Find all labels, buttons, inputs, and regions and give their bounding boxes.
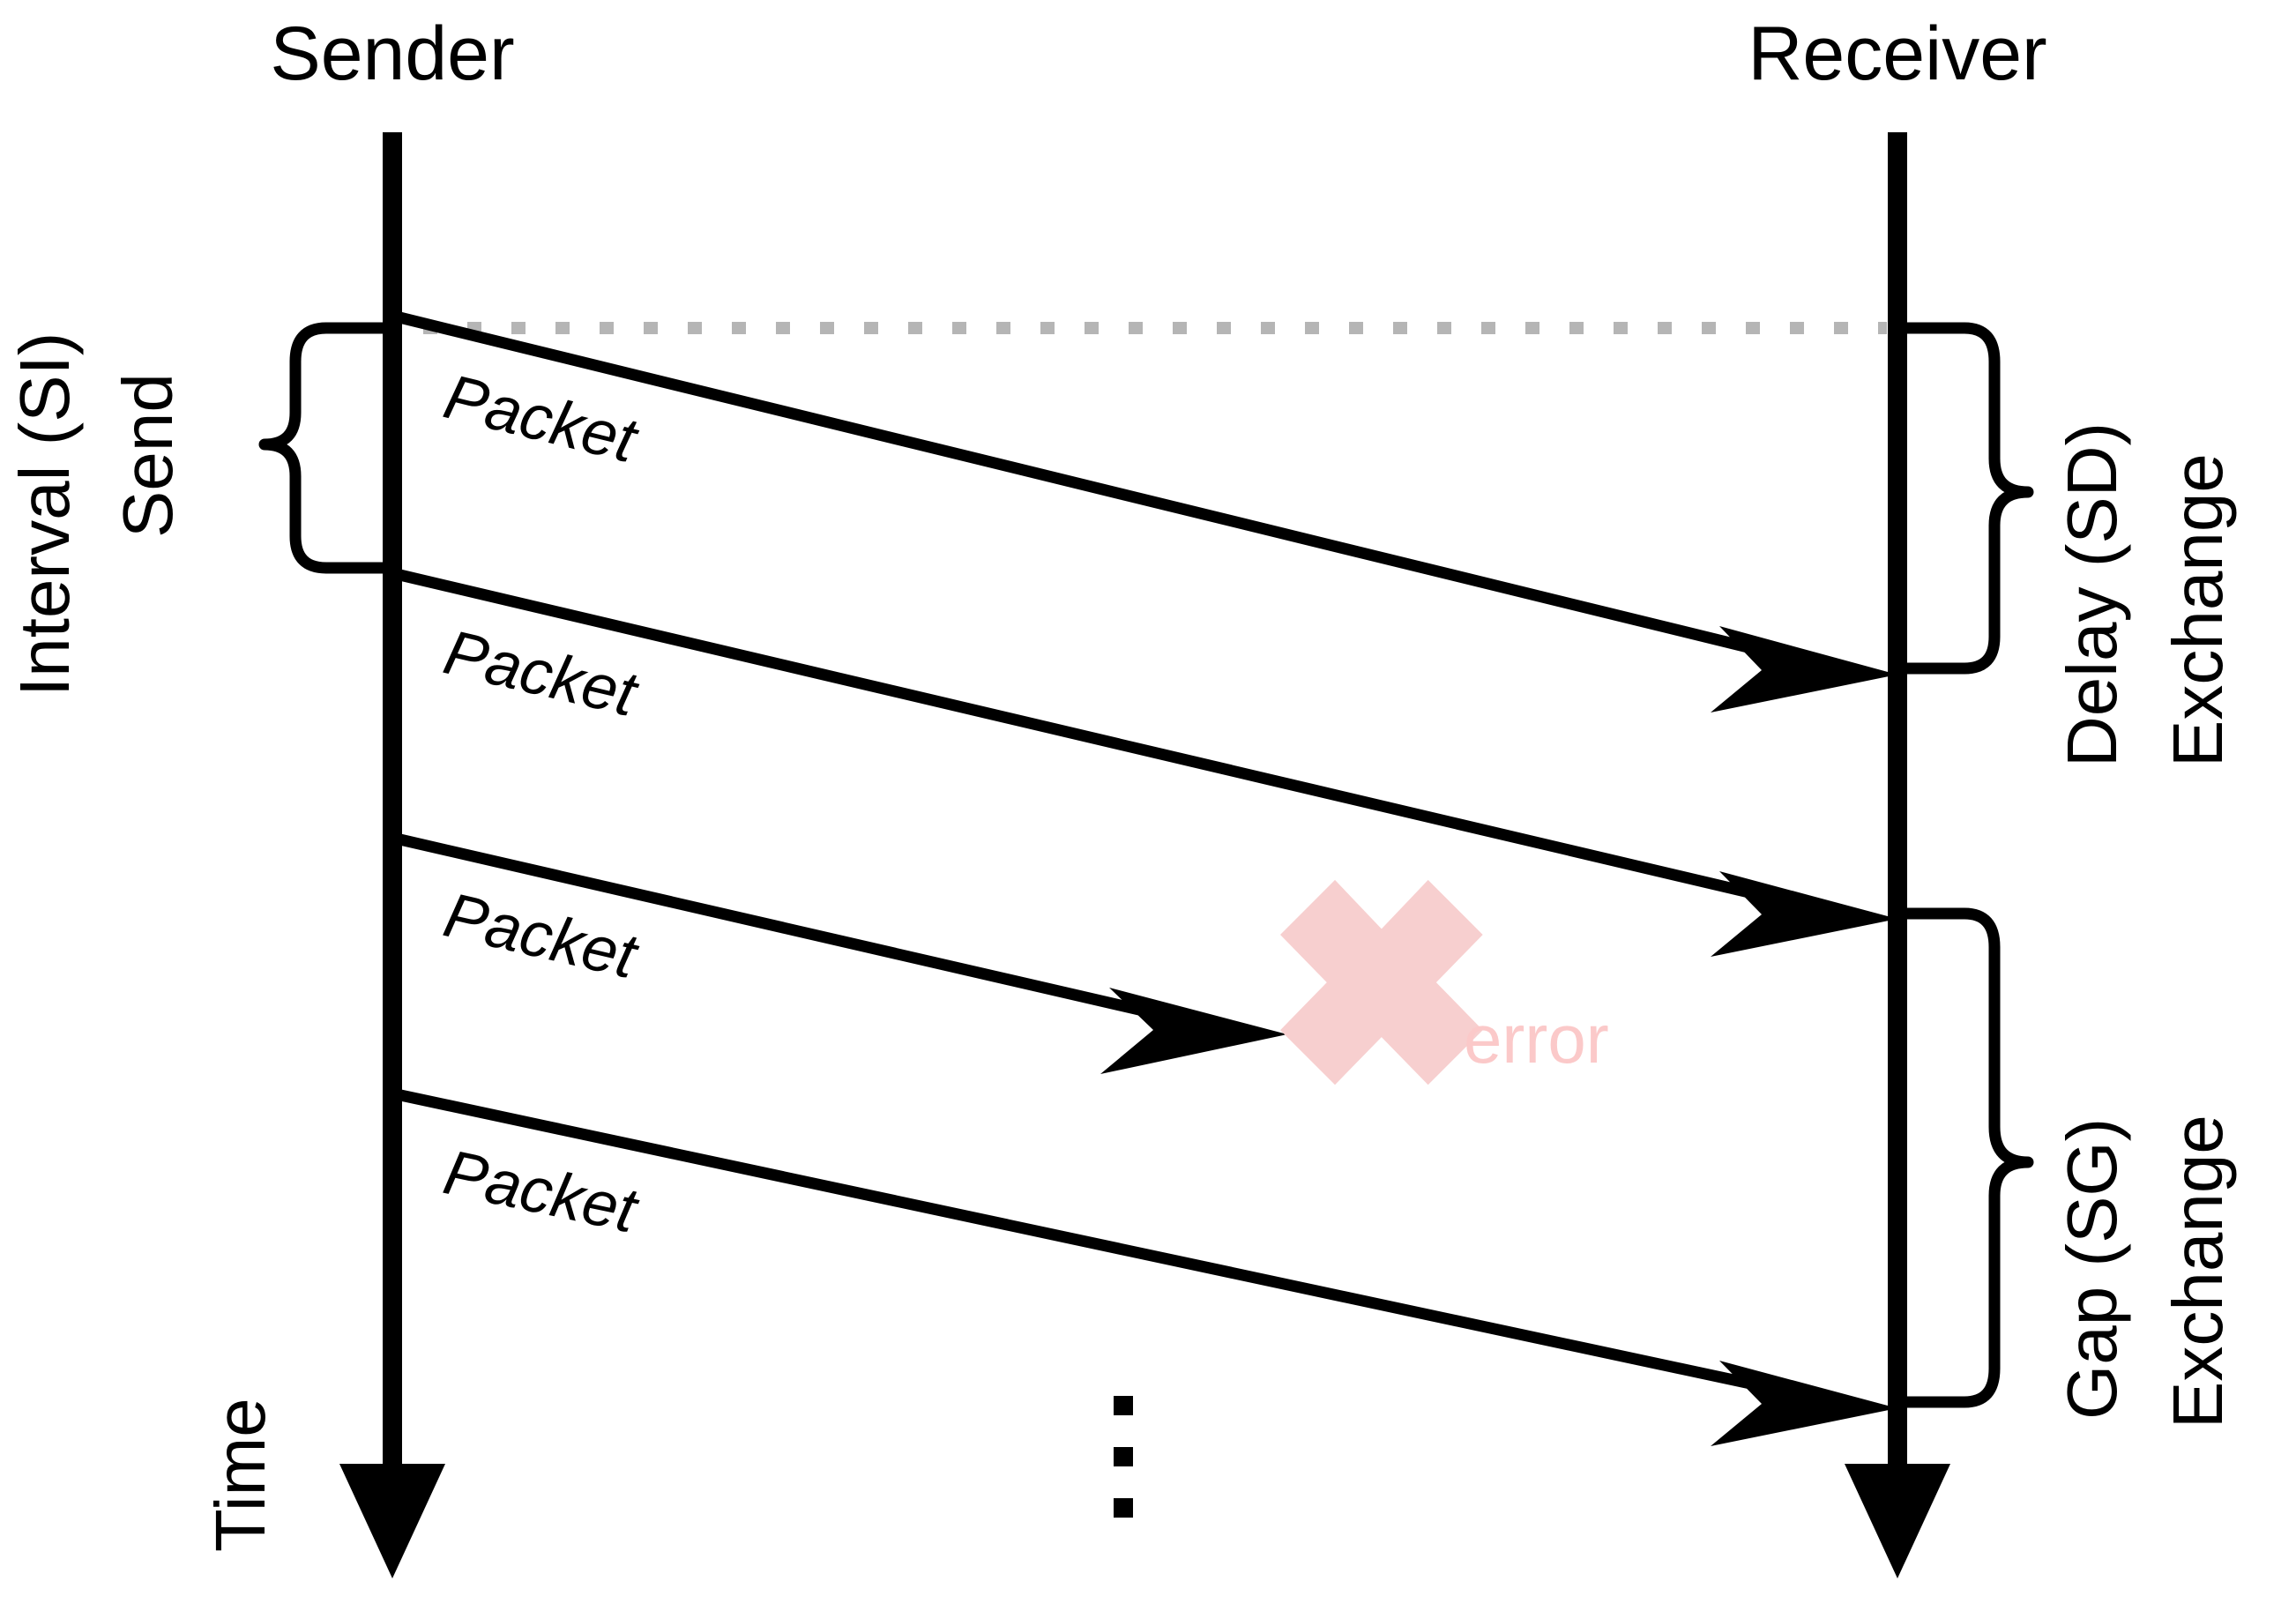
- message-arrow-4: Packet: [391, 1087, 1897, 1446]
- vertical-ellipsis-icon: [1114, 1396, 1133, 1518]
- receiver-lifeline: [1845, 132, 1950, 1578]
- receiver-lifeline-title: Receiver: [1748, 11, 2046, 96]
- error-x-icon: [1280, 879, 1483, 1085]
- time-axis-label: Time: [201, 1398, 280, 1552]
- message-label-4: Packet: [438, 1137, 645, 1247]
- message-label-3: Packet: [437, 880, 645, 993]
- exchange-delay-label-line2: Exchange: [2158, 453, 2237, 767]
- error-marker-group: error: [1280, 879, 1609, 1085]
- message-arrow-1: Packet: [391, 310, 1897, 712]
- sender-lifeline: [339, 132, 445, 1578]
- message-label-2: Packet: [437, 617, 645, 731]
- brace-exchange-gap: [1891, 907, 2034, 1408]
- error-label: error: [1464, 1000, 1609, 1078]
- brace-exchange-delay: [1891, 322, 2034, 675]
- send-interval-label-line1: Interval (SI): [5, 332, 84, 697]
- sender-lifeline-title: Sender: [270, 11, 514, 96]
- exchange-delay-label-line1: Delay (SD): [2053, 422, 2131, 767]
- send-interval-label-line2: Send: [108, 373, 187, 538]
- brace-send-interval: [258, 322, 399, 574]
- exchange-gap-label-line2: Exchange: [2158, 1115, 2237, 1429]
- exchange-gap-label-line1: Gap (SG): [2053, 1118, 2131, 1420]
- message-arrow-3-lost: Packet: [391, 832, 1287, 1074]
- message-label-1: Packet: [437, 362, 645, 477]
